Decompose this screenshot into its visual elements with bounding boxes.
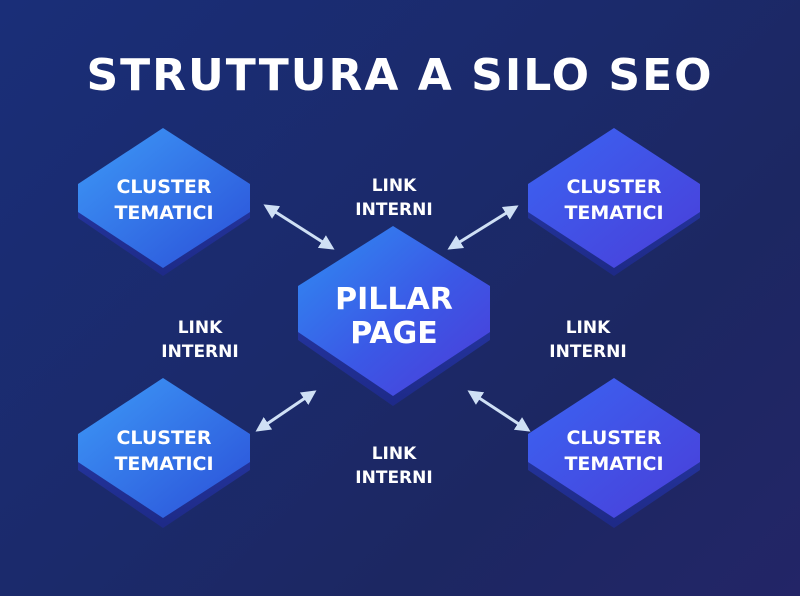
cluster-bottom-left-line2: TEMATICI: [114, 453, 213, 475]
arrow-top-right: [447, 205, 519, 250]
diagram-title: STRUTTURA A SILO SEO: [86, 50, 714, 101]
cluster-bottom-right-line2: TEMATICI: [564, 453, 663, 475]
link-right-line2: INTERNI: [549, 342, 627, 362]
pillar-line1: PILLAR: [335, 282, 453, 317]
pillar-node: PILLAR PAGE: [298, 226, 490, 406]
cluster-bottom-right-line1: CLUSTER: [566, 427, 661, 449]
pillar-line2: PAGE: [350, 316, 438, 351]
cluster-node-bottom-right: CLUSTER TEMATICI: [528, 378, 700, 528]
link-top-line1: LINK: [371, 176, 417, 196]
link-label-right: LINK INTERNI: [518, 316, 658, 364]
cluster-node-bottom-left: CLUSTER TEMATICI: [78, 378, 250, 528]
link-top-line2: INTERNI: [355, 200, 433, 220]
cluster-top-left-line2: TEMATICI: [114, 202, 213, 224]
link-label-left: LINK INTERNI: [130, 316, 270, 364]
cluster-top-right-line2: TEMATICI: [564, 202, 663, 224]
arrow-bottom-left: [255, 390, 317, 432]
link-left-line2: INTERNI: [161, 342, 239, 362]
cluster-node-top-left: CLUSTER TEMATICI: [78, 128, 250, 276]
link-label-bottom: LINK INTERNI: [324, 442, 464, 490]
cluster-top-right-line1: CLUSTER: [566, 176, 661, 198]
link-label-top: LINK INTERNI: [324, 174, 464, 222]
link-bottom-line1: LINK: [371, 444, 417, 464]
cluster-node-top-right: CLUSTER TEMATICI: [528, 128, 700, 276]
arrow-top-left: [263, 204, 335, 250]
cluster-top-left-line1: CLUSTER: [116, 176, 211, 198]
link-left-line1: LINK: [177, 318, 223, 338]
link-right-line1: LINK: [565, 318, 611, 338]
arrow-bottom-right: [467, 390, 531, 432]
link-bottom-line2: INTERNI: [355, 468, 433, 488]
cluster-bottom-left-line1: CLUSTER: [116, 427, 211, 449]
